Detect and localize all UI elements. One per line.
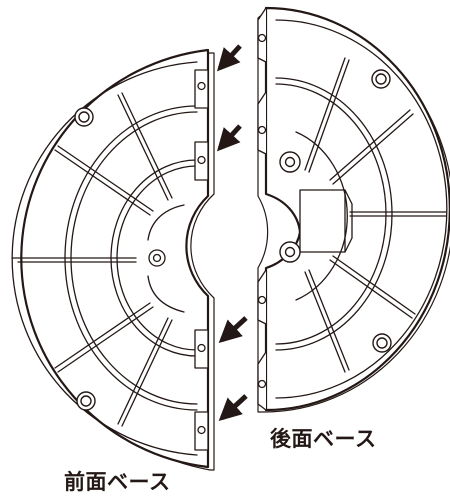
front-base-part xyxy=(11,48,215,471)
rear-base-ribs xyxy=(275,77,393,351)
front-base-ribs xyxy=(64,105,198,411)
front-base-hub xyxy=(147,204,185,313)
arrow-4 xyxy=(218,394,248,422)
front-base-label: 前面ベース xyxy=(64,470,171,494)
rear-base-part xyxy=(257,6,450,413)
front-base-screw-bosses xyxy=(194,69,209,451)
assembly-arrows xyxy=(216,44,248,422)
rear-base-outline xyxy=(264,6,450,412)
rear-base-bracket xyxy=(299,189,353,253)
front-base-bosses xyxy=(74,107,96,411)
arrow-2 xyxy=(216,124,242,152)
rear-base-rim xyxy=(275,19,448,399)
arrow-1 xyxy=(216,44,242,72)
rear-base-flanges xyxy=(257,7,267,411)
rear-base-spokes xyxy=(304,57,447,373)
rear-base-bosses xyxy=(371,69,392,353)
rear-base-hub-bosses xyxy=(279,151,301,263)
rear-base-label: 後面ベース xyxy=(270,427,377,451)
arrow-3 xyxy=(218,316,248,344)
